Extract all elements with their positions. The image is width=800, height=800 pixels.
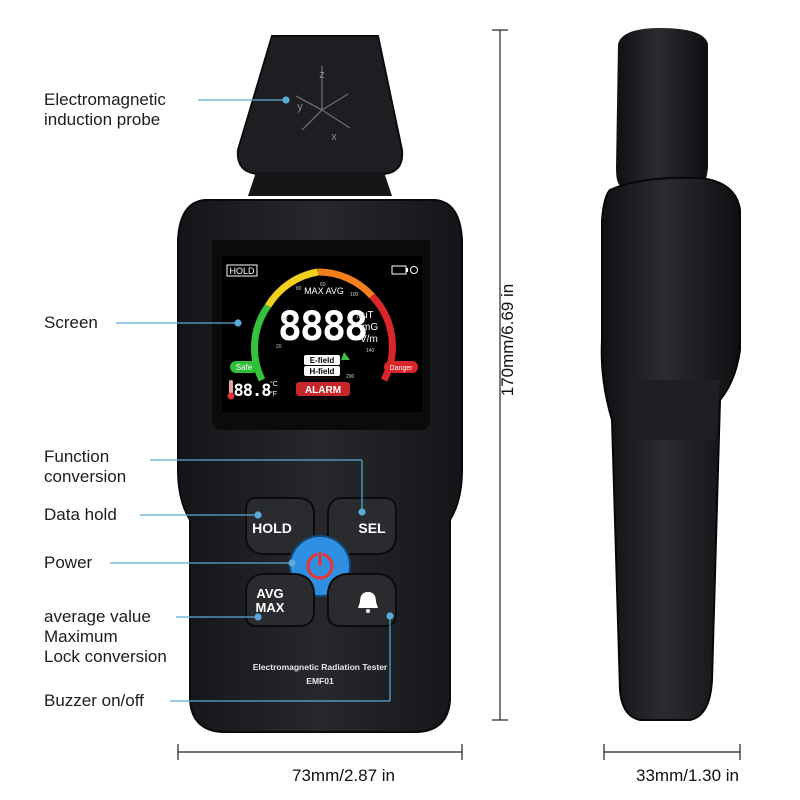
dimension-lines xyxy=(177,29,741,760)
device-model: EMF01 xyxy=(306,676,334,686)
function-label: Function conversion xyxy=(44,447,126,487)
temp-unit-c: °C xyxy=(270,380,278,388)
depth-dimension: 33mm/1.30 in xyxy=(636,766,739,785)
buzzer-label: Buzzer on/off xyxy=(44,691,144,710)
screen-label: Screen xyxy=(44,313,98,332)
data-hold-label: Data hold xyxy=(44,505,117,524)
e-field-label: E-field xyxy=(310,356,335,365)
power-label: Power xyxy=(44,553,93,572)
svg-text:MAX: MAX xyxy=(256,600,285,615)
probe-axis-x: x xyxy=(331,131,337,143)
probe-label-line1: Electromagnetic xyxy=(44,90,166,109)
buzzer-button[interactable] xyxy=(327,573,397,627)
h-field-label: H-field xyxy=(310,367,335,376)
unit-vm: V/m xyxy=(360,334,378,345)
device-name: Electromagnetic Radiation Tester xyxy=(253,662,388,672)
scale-tick-140: 140 xyxy=(366,348,375,354)
scale-tick-80: 80 xyxy=(296,286,302,292)
safe-badge: Safe xyxy=(236,363,253,372)
hold-indicator: HOLD xyxy=(229,266,255,276)
svg-text:AVG: AVG xyxy=(256,586,283,601)
height-dimension: 170mm/6.69 in xyxy=(498,283,518,397)
svg-text:SEL: SEL xyxy=(358,520,386,536)
unit-mg: mG xyxy=(362,322,378,333)
alarm-label: ALARM xyxy=(305,385,341,396)
svg-text:HOLD: HOLD xyxy=(252,520,292,536)
avg-label-line2: Maximum xyxy=(44,627,118,646)
bell-icon xyxy=(358,592,378,613)
scale-tick-20: 20 xyxy=(276,344,282,350)
avg-label: average value Maximum Lock conversion xyxy=(44,607,167,667)
scale-tick-120: 120 xyxy=(356,314,365,320)
function-label-line2: conversion xyxy=(44,467,127,486)
temperature-digits: 88.8 xyxy=(234,381,272,401)
probe-head xyxy=(236,35,404,196)
reading-digits: 8888 xyxy=(278,304,366,350)
probe-axis-y: y xyxy=(297,101,303,113)
avg-max-button[interactable]: AVG MAX xyxy=(245,573,315,627)
sel-button[interactable]: SEL xyxy=(327,497,397,555)
unit-ut: uT xyxy=(362,310,374,321)
scale-tick-200: 200 xyxy=(346,374,355,380)
function-label-line1: Function xyxy=(44,447,110,466)
scale-tick-60: 60 xyxy=(320,282,326,288)
scale-tick-100: 100 xyxy=(350,292,359,298)
lcd-screen xyxy=(222,256,422,412)
danger-badge: Danger xyxy=(390,365,414,372)
hold-button[interactable]: HOLD xyxy=(245,497,315,555)
device-side-view xyxy=(600,28,741,721)
temp-unit-f: °F xyxy=(270,390,277,398)
avg-label-line1: average value xyxy=(44,607,151,626)
leader-lines xyxy=(110,96,394,702)
probe-label: Electromagnetic induction probe xyxy=(44,90,166,130)
probe-label-line2: induction probe xyxy=(44,110,161,129)
probe-axis-z: z xyxy=(319,69,325,81)
max-avg-label: MAX AVG xyxy=(304,286,344,296)
scale-tick-40: 40 xyxy=(282,316,288,322)
width-dimension: 73mm/2.87 in xyxy=(292,766,395,785)
avg-label-line3: Lock conversion xyxy=(44,647,167,666)
